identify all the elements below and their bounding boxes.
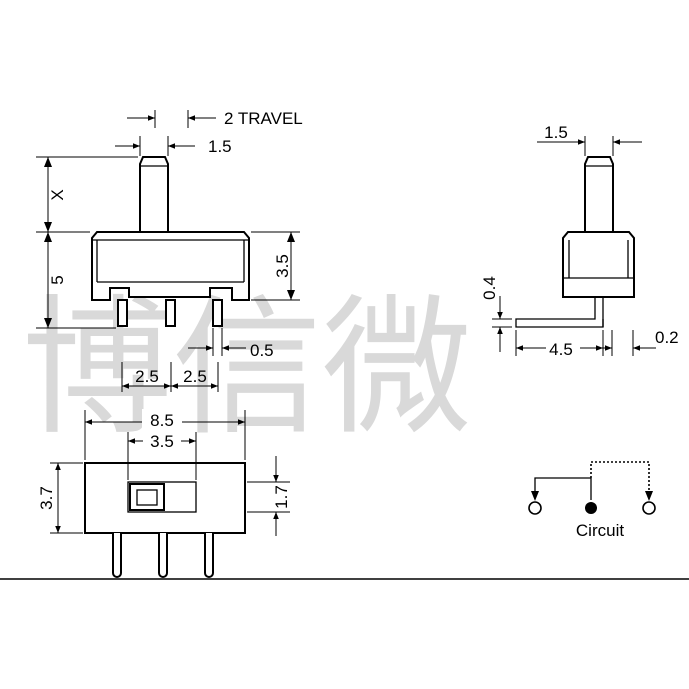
actuator-width-label: 1.5 xyxy=(208,137,232,156)
side-view: 1.5 0.4 4.5 0.2 xyxy=(480,123,679,359)
circuit-terminal-right xyxy=(642,501,656,515)
pitch-left-label: 2.5 xyxy=(135,367,159,386)
side-lead-gap-label: 0.2 xyxy=(655,328,679,347)
front-view: 2 TRAVEL 1.5 X 5 3.5 0.5 xyxy=(36,109,303,392)
bottom-view: 8.5 3.5 3.7 1.7 xyxy=(35,409,291,578)
side-lead xyxy=(515,297,604,328)
circuit-diagram: Circuit xyxy=(528,461,656,540)
window-length-label: 3.5 xyxy=(150,432,174,451)
side-actuator xyxy=(584,156,614,232)
x-height-label: X xyxy=(48,189,67,200)
side-actuator-label: 1.5 xyxy=(544,123,568,142)
front-body xyxy=(91,231,250,301)
slider-knob-inner xyxy=(136,489,158,506)
slider-knob-outer xyxy=(129,483,165,511)
watermark-text: 博信微 xyxy=(22,282,472,456)
slider-window xyxy=(127,481,197,513)
circuit-terminal-common xyxy=(585,502,597,514)
side-lead-thickness-label: 0.4 xyxy=(480,276,499,300)
body-height-label: 5 xyxy=(48,275,67,284)
overall-length-label: 8.5 xyxy=(150,411,174,430)
front-pin-left xyxy=(117,299,128,327)
circuit-label: Circuit xyxy=(576,521,624,540)
side-body xyxy=(562,231,635,298)
front-pin-right xyxy=(212,299,223,327)
pin-gap-label: 0.5 xyxy=(250,341,274,360)
bottom-pin-left xyxy=(112,533,122,578)
travel-label: 2 TRAVEL xyxy=(224,109,303,128)
slider-height-label: 1.7 xyxy=(272,485,291,509)
side-lead-length-label: 4.5 xyxy=(549,340,573,359)
pitch-right-label: 2.5 xyxy=(183,367,207,386)
bottom-pin-right xyxy=(204,533,214,578)
bottom-pin-center xyxy=(158,533,168,578)
front-actuator xyxy=(139,156,169,232)
circuit-terminal-left xyxy=(528,501,542,515)
front-pin-center xyxy=(165,299,176,327)
bottom-height-label: 3.7 xyxy=(37,486,56,510)
body-inner-height-label: 3.5 xyxy=(273,254,292,278)
